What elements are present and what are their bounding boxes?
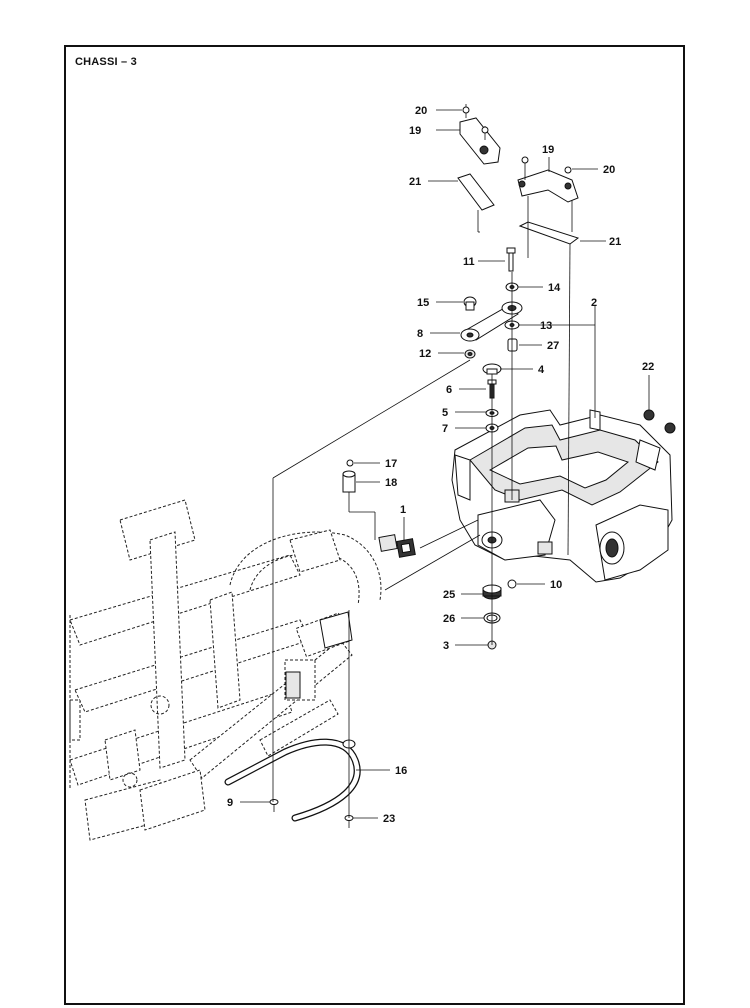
callout-labels: 20 19 19 20 21 21 11 14 15 2 13 8 27 12 …: [227, 105, 654, 825]
assembly-lines: [272, 231, 571, 818]
diagram-frame: [64, 45, 685, 1005]
nut-12: [464, 349, 476, 359]
callout-27: 27: [547, 340, 559, 352]
upper-plate-left: [457, 173, 495, 232]
callout-3: 3: [443, 640, 449, 652]
spacer-18: [342, 470, 356, 493]
callout-20-right: 20: [603, 164, 615, 176]
callout-19-left: 19: [409, 125, 421, 137]
screw-17: [346, 459, 354, 467]
diagram-title: CHASSI – 3: [75, 56, 137, 68]
callout-7: 7: [442, 423, 448, 435]
frame-details: [285, 534, 416, 699]
callout-26: 26: [443, 613, 455, 625]
rod-16: [224, 738, 361, 822]
callout-22: 22: [642, 361, 654, 373]
upper-plate-right: [518, 196, 580, 258]
chassis-frame-outline: [69, 499, 382, 841]
callout-17: 17: [385, 458, 397, 470]
callout-23: 23: [383, 813, 395, 825]
callout-18: 18: [385, 477, 397, 489]
body-housing: [451, 409, 673, 583]
callout-21-left: 21: [409, 176, 421, 188]
callout-12: 12: [419, 348, 431, 360]
callout-21-right: 21: [609, 236, 621, 248]
callout-15: 15: [417, 297, 429, 309]
callout-10: 10: [550, 579, 562, 591]
leader-lines: [240, 109, 650, 819]
callout-20-left: 20: [415, 105, 427, 117]
callout-1: 1: [400, 504, 406, 516]
callout-19-right: 19: [542, 144, 554, 156]
upper-bracket-right: [517, 156, 579, 203]
callout-11: 11: [463, 256, 475, 268]
callout-9: 9: [227, 797, 233, 809]
nut-22: [643, 409, 676, 434]
callout-16: 16: [395, 765, 407, 777]
callout-13: 13: [540, 320, 552, 332]
callout-25: 25: [443, 589, 455, 601]
spacer-27: [507, 338, 518, 352]
nut-10: [507, 579, 517, 589]
cap-4: [482, 363, 502, 375]
callout-14: 14: [548, 282, 561, 294]
callout-2: 2: [591, 297, 597, 309]
link-arm-8: [460, 296, 523, 342]
callout-4: 4: [538, 364, 545, 376]
callout-6: 6: [446, 384, 452, 396]
screw-9: [269, 799, 279, 812]
callout-5: 5: [442, 407, 448, 419]
callout-8: 8: [417, 328, 423, 340]
bolt-11: [506, 247, 516, 272]
upper-bracket-left: [459, 104, 501, 165]
